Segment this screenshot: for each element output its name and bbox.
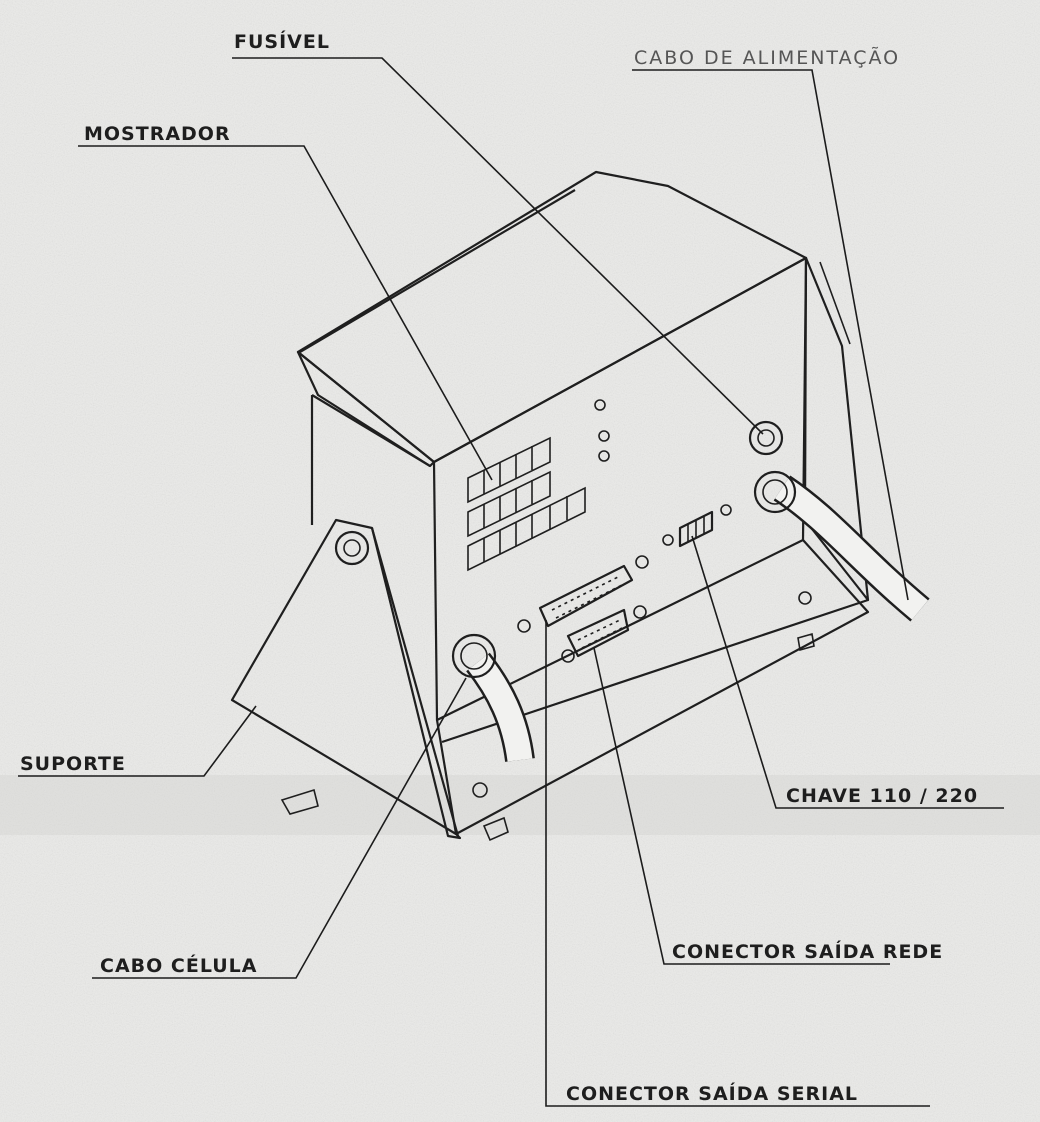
power-cable bbox=[753, 470, 930, 622]
screw-bottom bbox=[472, 782, 488, 798]
display-row-1 bbox=[467, 436, 551, 504]
label-fusivel: FUSÍVEL bbox=[234, 30, 330, 53]
led-2 bbox=[598, 430, 610, 442]
device-body bbox=[280, 170, 870, 842]
label-cabo-celula: CABO CÉLULA bbox=[100, 954, 258, 977]
label-mostrador: MOSTRADOR bbox=[84, 123, 231, 145]
label-suporte: SUPORTE bbox=[20, 753, 126, 775]
label-cabo-alimentacao: CABO DE ALIMENTAÇÃO bbox=[634, 46, 900, 69]
foot-right bbox=[482, 816, 509, 842]
label-conector-serial: CONECTOR SAÍDA SERIAL bbox=[566, 1082, 858, 1105]
screw-right bbox=[798, 591, 812, 605]
stand-knob bbox=[334, 530, 370, 566]
label-chave: CHAVE 110 / 220 bbox=[786, 785, 978, 807]
network-connector bbox=[561, 605, 647, 663]
display-row-2 bbox=[467, 470, 551, 538]
display-row-3 bbox=[467, 486, 586, 572]
leader-lines bbox=[18, 57, 1004, 1107]
led-3 bbox=[598, 450, 610, 462]
display bbox=[467, 399, 610, 572]
cell-cable bbox=[451, 633, 535, 763]
base-frame bbox=[435, 539, 870, 836]
scan-band bbox=[0, 775, 1040, 835]
label-conector-rede: CONECTOR SAÍDA REDE bbox=[672, 940, 943, 963]
foot-left bbox=[280, 788, 319, 815]
foot-back bbox=[797, 632, 815, 652]
fuse bbox=[748, 420, 784, 456]
stand bbox=[230, 518, 462, 840]
voltage-switch bbox=[662, 504, 732, 548]
led-1 bbox=[594, 399, 606, 411]
